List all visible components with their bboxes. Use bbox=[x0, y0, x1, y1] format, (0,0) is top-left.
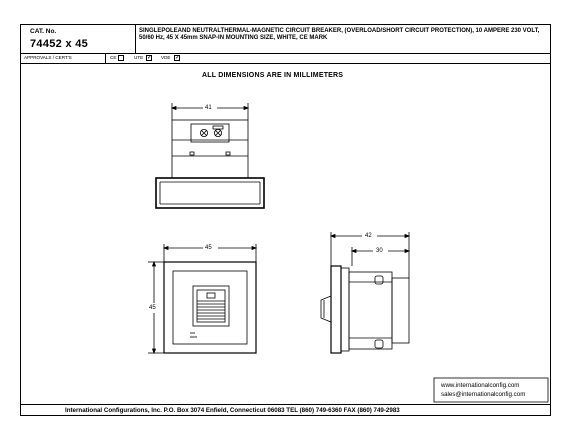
website-url[interactable]: www.internationalconfig.com bbox=[441, 382, 520, 389]
sales-email[interactable]: sales@internationalconfig.com bbox=[441, 391, 526, 398]
approvals-label: APPROVALS / CERT'S bbox=[24, 55, 72, 60]
dim-top-width: 41 bbox=[205, 105, 212, 111]
dim-side-depth: 30 bbox=[376, 248, 383, 254]
dim-front-width: 45 bbox=[205, 245, 212, 251]
web-box bbox=[433, 377, 549, 403]
approval-ce-label: CE bbox=[110, 55, 117, 60]
company-footer: International Configurations, Inc. P.O. … bbox=[65, 407, 400, 414]
side-view-drawing bbox=[320, 232, 411, 354]
cat-number-label: CAT. No. bbox=[30, 28, 57, 35]
approvals-divider bbox=[20, 63, 551, 64]
cat-number: 74452 x 45 bbox=[30, 38, 89, 50]
header-divider bbox=[20, 53, 551, 54]
product-description: SINGLEPOLEAND NEUTRALTHERMAL-MAGNETIC CI… bbox=[139, 28, 540, 42]
footer-divider bbox=[20, 404, 551, 405]
approvals-column-divider bbox=[105, 53, 106, 63]
approval-vde-checkbox: ✓ bbox=[174, 55, 181, 61]
front-view-drawing bbox=[148, 244, 258, 355]
dimensions-note: ALL DIMENSIONS ARE IN MILLIMETERS bbox=[202, 72, 344, 79]
approval-vde-label: VDE bbox=[161, 55, 171, 60]
dim-side-overall: 42 bbox=[365, 233, 372, 239]
approval-ute-checkbox: ✓ bbox=[146, 55, 153, 61]
approval-ce-checkbox bbox=[118, 55, 124, 61]
header-column-divider bbox=[135, 24, 136, 53]
drawing-border bbox=[20, 24, 551, 416]
approval-ute-label: UTE bbox=[134, 55, 144, 60]
top-view-drawing bbox=[155, 103, 265, 209]
dim-front-height: 45 bbox=[149, 305, 156, 311]
